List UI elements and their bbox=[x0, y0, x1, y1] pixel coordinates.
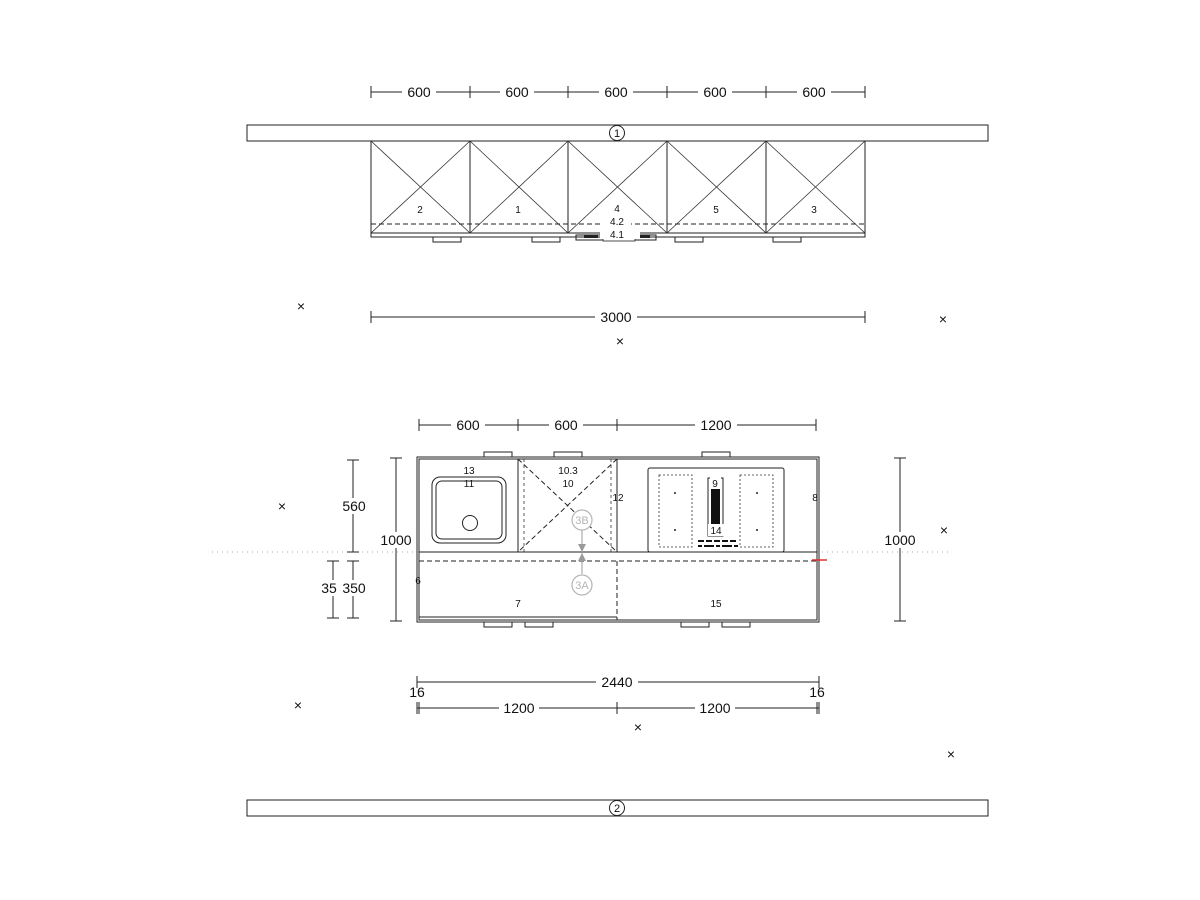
island-dim-3: 1200 bbox=[700, 417, 731, 433]
island-bottom-dimensions: 2440 16 16 1200 1200 bbox=[409, 674, 825, 716]
top-dim-5: 600 bbox=[802, 84, 826, 100]
wall-1-marker-label: 1 bbox=[614, 128, 620, 140]
marker-5: × bbox=[940, 522, 948, 538]
bottom-dim-16-right: 16 bbox=[809, 684, 825, 700]
wall-cabinets: 2 1 4 5 3 4.2 4.1 bbox=[370, 140, 866, 243]
marker-6: × bbox=[294, 697, 302, 713]
marker-2: × bbox=[939, 311, 947, 327]
island-left-dimensions: 560 350 35 1000 bbox=[320, 457, 413, 622]
view-marker-3a: 3A bbox=[575, 580, 589, 592]
top-wall-section: 600 600 600 600 600 1 bbox=[246, 84, 989, 325]
cabinet-label-4: 4 bbox=[614, 204, 620, 215]
cabinet-label-5: 5 bbox=[713, 205, 719, 216]
left-dim-1000: 1000 bbox=[380, 532, 411, 548]
bottom-dim-1200-left: 1200 bbox=[503, 700, 534, 716]
bottom-dim-1200-right: 1200 bbox=[699, 700, 730, 716]
left-dim-35: 35 bbox=[321, 580, 337, 596]
island-dim-2: 600 bbox=[554, 417, 578, 433]
label-10-3: 10.3 bbox=[558, 466, 578, 477]
bottom-dim-16-left: 16 bbox=[409, 684, 425, 700]
top-dim-2: 600 bbox=[505, 84, 529, 100]
cabinet-label-3: 3 bbox=[811, 205, 817, 216]
cabinet-label-1: 1 bbox=[515, 205, 521, 216]
marker-4: × bbox=[278, 498, 286, 514]
marker-1: × bbox=[297, 298, 305, 314]
label-8: 8 bbox=[812, 493, 818, 504]
label-11: 11 bbox=[464, 479, 475, 490]
wall-2 bbox=[246, 799, 989, 817]
label-12: 12 bbox=[612, 493, 624, 504]
cabinet-label-2: 2 bbox=[417, 205, 423, 216]
wall-2-marker-label: 2 bbox=[614, 803, 620, 815]
view-marker-3b: 3B bbox=[575, 515, 588, 527]
island-dim-1: 600 bbox=[456, 417, 480, 433]
cabinet-label-4-1: 4.1 bbox=[610, 230, 624, 241]
island-top-dimensions: 600 600 1200 bbox=[418, 417, 817, 433]
section-view-markers: 3B 3A bbox=[571, 509, 593, 596]
label-13: 13 bbox=[463, 466, 475, 477]
bottom-dim-2440: 2440 bbox=[601, 674, 632, 690]
island-outline bbox=[416, 456, 820, 623]
marker-3: × bbox=[616, 333, 624, 349]
wall-2-marker bbox=[609, 800, 625, 816]
label-6: 6 bbox=[415, 576, 421, 587]
top-dim-4: 600 bbox=[703, 84, 727, 100]
sink bbox=[431, 476, 507, 544]
label-10: 10 bbox=[562, 479, 574, 490]
left-dim-560: 560 bbox=[342, 498, 366, 514]
marker-8: × bbox=[947, 746, 955, 762]
top-dimension-chain: 600 600 600 600 600 bbox=[370, 84, 866, 100]
top-total-dim: 3000 bbox=[600, 309, 631, 325]
label-15: 15 bbox=[710, 599, 722, 610]
island-section: 600 600 1200 bbox=[212, 417, 950, 716]
label-14: 14 bbox=[710, 526, 722, 537]
label-7: 7 bbox=[515, 599, 521, 610]
bottom-wall-section: 2 bbox=[246, 799, 989, 817]
island-right-dimension: 1000 bbox=[882, 457, 918, 622]
top-dim-1: 600 bbox=[407, 84, 431, 100]
reference-markers: × × × × × × × × bbox=[278, 298, 955, 762]
marker-7: × bbox=[634, 719, 642, 735]
top-total-dimension: 3000 bbox=[370, 309, 866, 325]
left-dim-350: 350 bbox=[342, 580, 366, 596]
right-dim-1000: 1000 bbox=[884, 532, 915, 548]
top-dim-3: 600 bbox=[604, 84, 628, 100]
cooktop bbox=[647, 467, 785, 553]
cabinet-label-4-2: 4.2 bbox=[610, 217, 624, 228]
label-9: 9 bbox=[712, 479, 718, 490]
